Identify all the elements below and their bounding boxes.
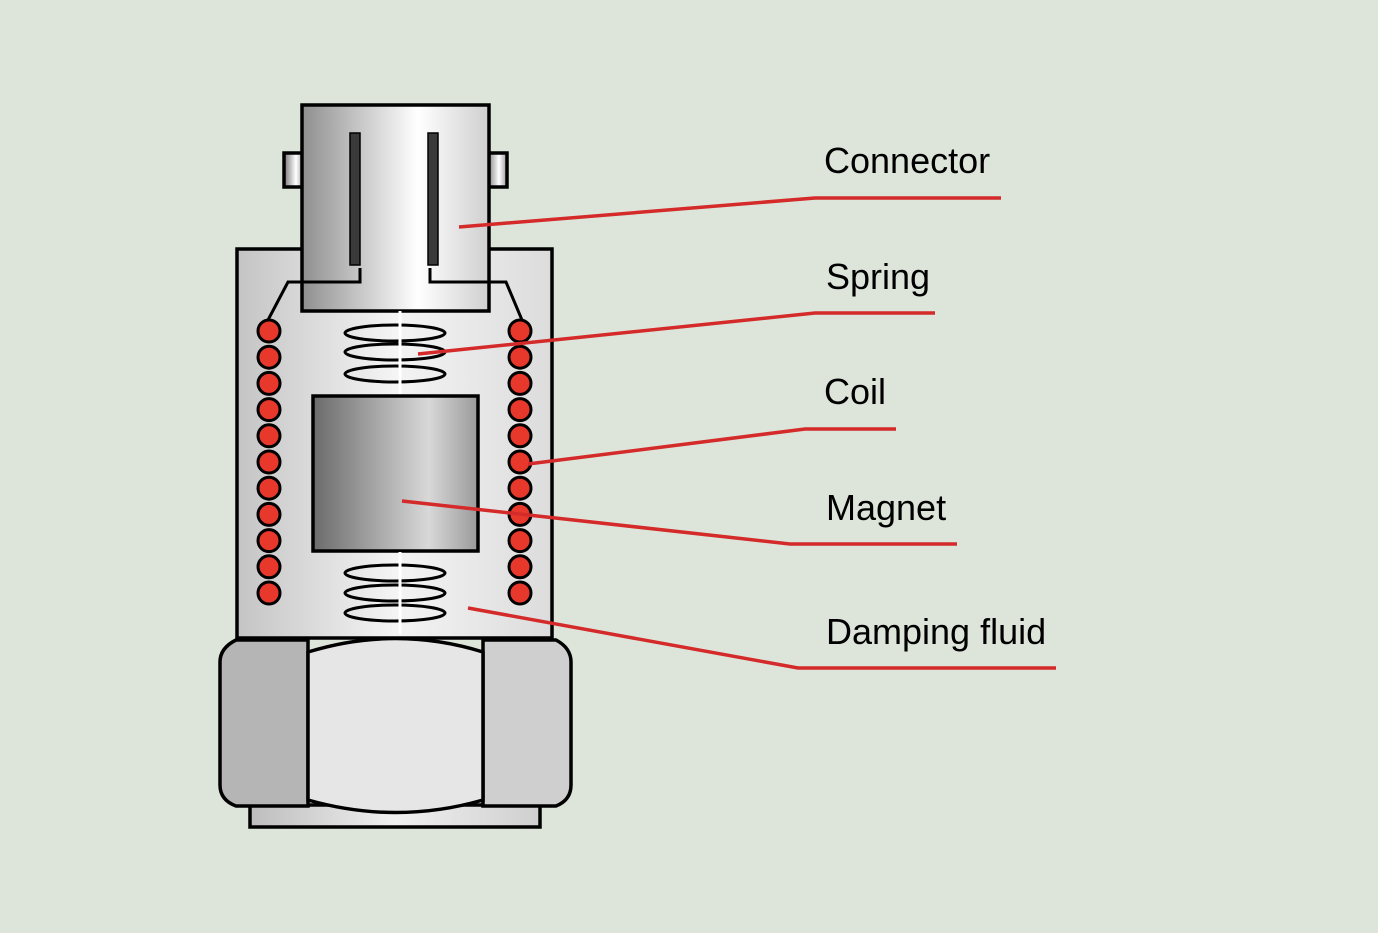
- coil-turn: [256, 344, 282, 370]
- wire-right: [428, 268, 524, 321]
- coil-turn: [507, 554, 533, 580]
- coil-turn: [256, 318, 282, 344]
- coil-turn: [507, 423, 533, 449]
- wire-left: [266, 268, 362, 321]
- spring-upper: [343, 311, 447, 396]
- connector-slot-left: [349, 132, 361, 266]
- label-magnet: Magnet: [826, 487, 946, 528]
- leader-coil: [527, 427, 896, 466]
- leader-lines: [401, 196, 1056, 670]
- coil-turn: [507, 475, 533, 501]
- leader-damping: [467, 606, 1056, 670]
- coil-turn: [256, 423, 282, 449]
- coil-turn: [256, 580, 282, 606]
- coil-turn: [256, 554, 282, 580]
- label-coil: Coil: [824, 371, 886, 412]
- coil-turn: [507, 580, 533, 606]
- label-damping-fluid: Damping fluid: [826, 611, 1046, 652]
- coil-turn: [256, 475, 282, 501]
- coil-turn: [256, 449, 282, 475]
- connector-slot-right: [427, 132, 439, 266]
- coil-turn: [507, 397, 533, 423]
- coil-turn: [507, 370, 533, 396]
- leader-spring: [417, 311, 935, 356]
- leader-magnet: [401, 499, 957, 546]
- magnet: [311, 394, 480, 553]
- coil-turn: [507, 318, 533, 344]
- coil-turn: [256, 528, 282, 554]
- connector-body: [300, 103, 491, 313]
- label-spring: Spring: [826, 256, 930, 297]
- label-connector: Connector: [824, 140, 990, 181]
- coil-turn: [507, 344, 533, 370]
- spring-lower: [343, 552, 447, 634]
- coil-turn: [256, 370, 282, 396]
- coil-turn: [256, 397, 282, 423]
- hex-nut: [218, 636, 573, 815]
- leader-connector: [458, 196, 1001, 229]
- coil-right: [507, 318, 533, 606]
- coil-turn: [256, 501, 282, 527]
- coil-turn: [507, 528, 533, 554]
- coil-left: [256, 318, 282, 606]
- coil-turn: [507, 449, 533, 475]
